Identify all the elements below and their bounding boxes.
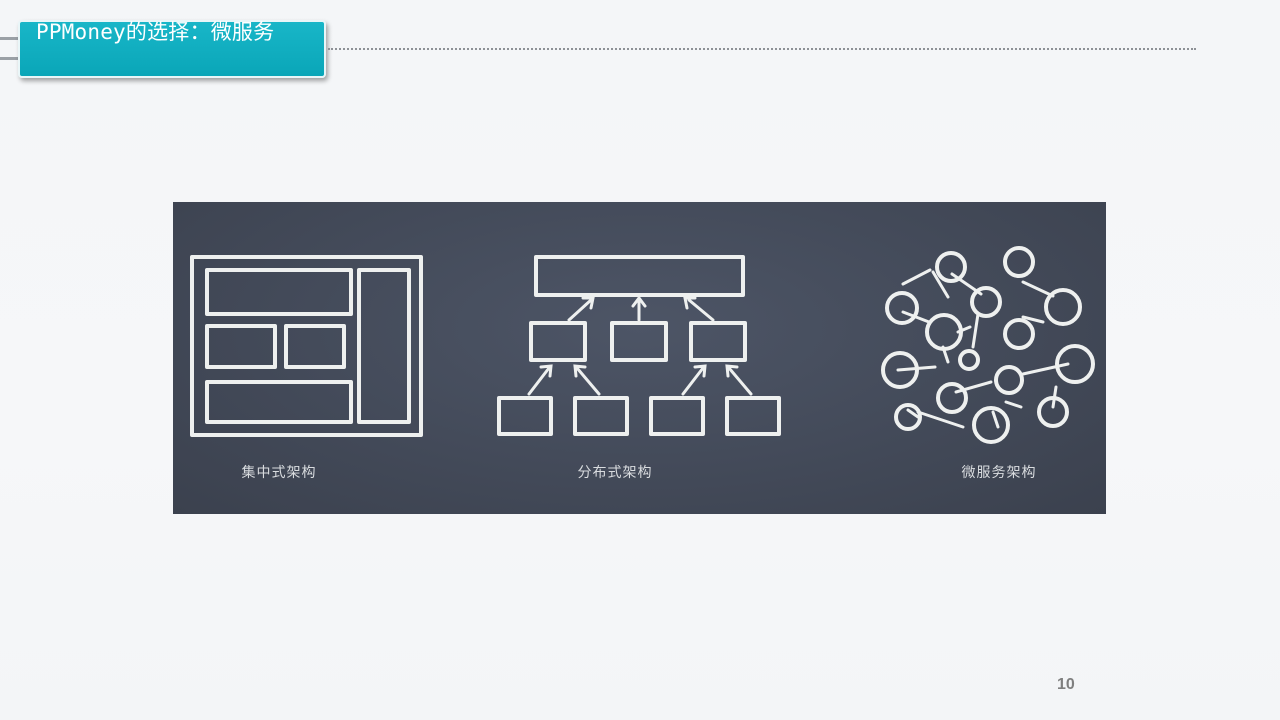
microservices-architecture-drawing xyxy=(881,246,1095,444)
page-title: PPMoney的选择：微服务 xyxy=(36,20,275,44)
distributed-caption: 分布式架构 xyxy=(577,465,653,481)
page-number: 10 xyxy=(1057,676,1075,693)
architecture-chalkboard-image: 集中式架构 分布式架构 微服务架构 xyxy=(173,202,1106,514)
title-tab xyxy=(18,20,326,78)
title-divider xyxy=(328,48,1196,50)
distributed-architecture-drawing xyxy=(497,255,781,436)
centralized-caption: 集中式架构 xyxy=(241,465,317,481)
centralized-architecture-drawing xyxy=(190,255,423,437)
microservices-caption: 微服务架构 xyxy=(961,465,1037,481)
